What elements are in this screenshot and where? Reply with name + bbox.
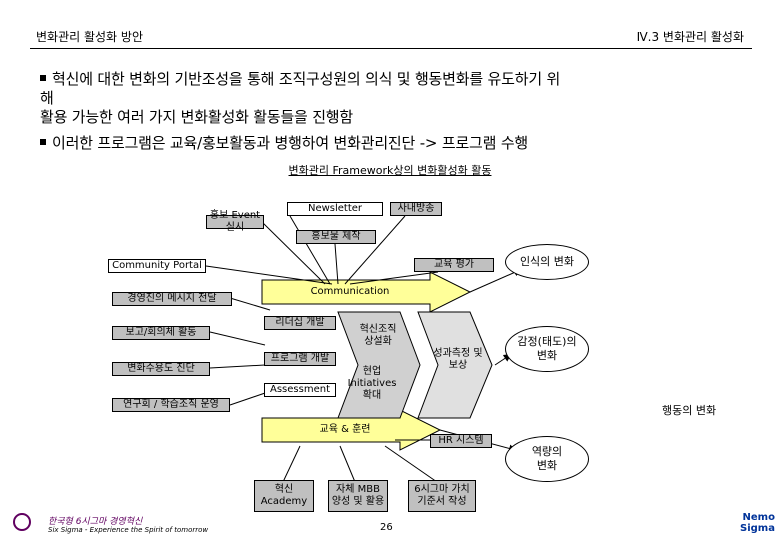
line-report bbox=[210, 332, 265, 345]
emotion-line-2: 변화 bbox=[517, 349, 576, 363]
initiatives-line-1: 현업 bbox=[340, 366, 404, 378]
capability-line-1: 역량의 bbox=[532, 445, 562, 459]
initiatives-line-2: Initiatives bbox=[340, 378, 404, 390]
report-box: 보고/회의체 활동 bbox=[112, 326, 210, 340]
emotion-line-1: 감정(태도)의 bbox=[517, 335, 576, 349]
mbb-line-1: 자체 MBB bbox=[332, 484, 384, 496]
broadcast-box: 사내방송 bbox=[390, 202, 442, 216]
report-label: 보고/회의체 활동 bbox=[126, 327, 197, 339]
hr-label: HR 시스템 bbox=[438, 435, 483, 447]
event-label: 홍보 Event 실시 bbox=[207, 210, 263, 234]
innovation-org-line-2: 상설화 bbox=[348, 336, 408, 348]
sixsigma-line-1: 6시그마 가치 bbox=[414, 484, 470, 496]
line-academy bbox=[283, 446, 300, 482]
footer-logo-circle bbox=[14, 514, 30, 530]
newsletter-label: Newsletter bbox=[308, 203, 362, 215]
assessment-box: Assessment bbox=[264, 383, 336, 397]
incentive-line-1: 성과측정 및 bbox=[426, 348, 490, 360]
leadership-label: 리더십 개발 bbox=[275, 317, 324, 329]
mgmt-msg-label: 경영진의 메시지 전달 bbox=[127, 293, 216, 305]
academy-line-1: 혁신 bbox=[261, 484, 307, 496]
incentive-line-2: 보상 bbox=[426, 360, 490, 372]
promo-label: 홍보물 제작 bbox=[311, 231, 360, 243]
promo-box: 홍보물 제작 bbox=[296, 230, 376, 244]
line-dissemination bbox=[210, 365, 265, 368]
line-mbb bbox=[340, 446, 355, 482]
program-dev-box: 프로그램 개발 bbox=[264, 352, 336, 366]
hr-box: HR 시스템 bbox=[430, 434, 492, 448]
behavior-label: 행동의 변화 bbox=[662, 402, 716, 418]
innovation-org-label: 혁신조직 상설화 bbox=[348, 324, 408, 348]
portal-box: Community Portal bbox=[108, 259, 206, 273]
innovation-org-line-1: 혁신조직 bbox=[348, 324, 408, 336]
incentive-label: 성과측정 및 보상 bbox=[426, 348, 490, 372]
initiatives-line-3: 확대 bbox=[340, 390, 404, 402]
dissemination-label: 변화수용도 진단 bbox=[127, 363, 195, 375]
mgmt-msg-box: 경영진의 메시지 전달 bbox=[112, 292, 232, 306]
education-label: 교육 & 훈련 bbox=[300, 424, 390, 436]
newsletter-box: Newsletter bbox=[287, 202, 383, 216]
initiatives-label: 현업 Initiatives 확대 bbox=[340, 366, 404, 402]
footer-brand-line-1: Nemo bbox=[740, 512, 775, 523]
line-sixsigma bbox=[385, 446, 437, 482]
mbb-line-2: 양성 및 활용 bbox=[332, 496, 384, 508]
sixsigma-line-2: 기준서 작성 bbox=[414, 496, 470, 508]
footer-tagline: Six Sigma - Experience the Spirit of tom… bbox=[48, 526, 208, 534]
capability-line-2: 변화 bbox=[532, 459, 562, 473]
event-box: 홍보 Event 실시 bbox=[206, 215, 264, 229]
leadership-box: 리더십 개발 bbox=[264, 316, 336, 330]
awareness-ellipse: 인식의 변화 bbox=[505, 244, 589, 280]
dissemination-box: 변화수용도 진단 bbox=[112, 362, 210, 376]
line-broadcast bbox=[345, 216, 405, 284]
line-study-group bbox=[230, 392, 268, 405]
study-group-label: 연구회 / 학습조직 운영 bbox=[123, 399, 219, 411]
edu-eval-box: 교육 평가 bbox=[414, 258, 494, 272]
broadcast-label: 사내방송 bbox=[398, 203, 435, 215]
portal-label: Community Portal bbox=[112, 260, 202, 272]
academy-line-2: Academy bbox=[261, 496, 307, 508]
awareness-label: 인식의 변화 bbox=[520, 255, 574, 269]
program-dev-label: 프로그램 개발 bbox=[271, 353, 329, 365]
footer-brand-line-2: Sigma bbox=[740, 523, 775, 534]
communication-label: Communication bbox=[290, 286, 410, 298]
footer-brand-logo: Nemo Sigma bbox=[740, 512, 775, 534]
line-promo bbox=[335, 244, 338, 284]
study-group-box: 연구회 / 학습조직 운영 bbox=[112, 398, 230, 412]
page-number: 26 bbox=[380, 522, 393, 533]
edu-eval-label: 교육 평가 bbox=[434, 259, 474, 271]
arrow-awareness bbox=[470, 270, 520, 292]
assessment-label: Assessment bbox=[270, 384, 330, 396]
line-newsletter bbox=[290, 216, 330, 284]
